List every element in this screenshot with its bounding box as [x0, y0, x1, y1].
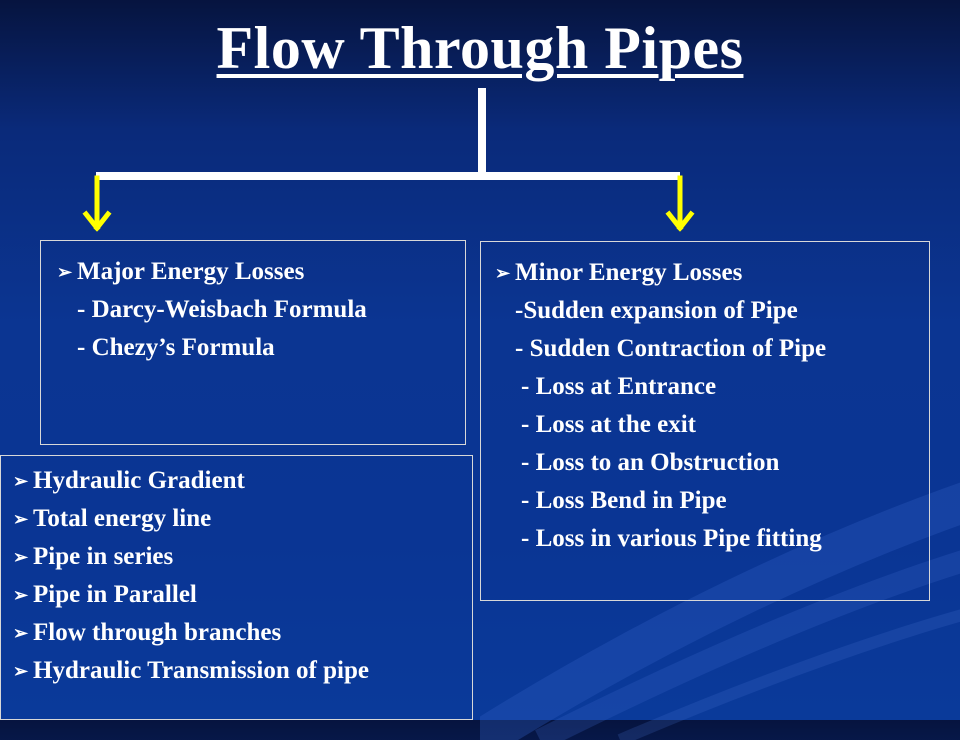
arrow-bullet-icon: ➢: [13, 471, 29, 491]
topic-item: ➢Hydraulic Transmission of pipe: [13, 652, 472, 690]
major-item: - Chezy’s Formula: [77, 334, 275, 361]
minor-item: -Sudden expansion of Pipe: [515, 297, 798, 324]
major-item: - Darcy-Weisbach Formula: [77, 296, 367, 323]
arrow-bullet-icon: ➢: [13, 585, 29, 605]
right-arrow: [665, 175, 695, 232]
minor-item: - Loss in various Pipe fitting: [521, 525, 822, 552]
major-heading-line: ➢Major Energy Losses: [57, 253, 465, 291]
topic-item: ➢Total energy line: [13, 500, 472, 538]
topic-label: Pipe in Parallel: [33, 581, 197, 608]
topic-item: ➢Pipe in Parallel: [13, 576, 472, 614]
topic-label: Total energy line: [33, 505, 212, 532]
minor-losses-box: ➢Minor Energy Losses -Sudden expansion o…: [480, 241, 930, 601]
topic-label: Pipe in series: [33, 543, 174, 570]
left-arrow: [82, 175, 112, 232]
minor-item: - Loss Bend in Pipe: [521, 487, 727, 514]
topics-box: ➢Hydraulic Gradient ➢Total energy line ➢…: [0, 455, 473, 720]
topic-label: Hydraulic Gradient: [33, 467, 245, 494]
minor-item: - Sudden Contraction of Pipe: [515, 335, 827, 362]
major-losses-box: ➢Major Energy Losses - Darcy-Weisbach Fo…: [40, 240, 466, 445]
topic-item: ➢Hydraulic Gradient: [13, 462, 472, 500]
major-heading: Major Energy Losses: [77, 258, 305, 285]
arrow-bullet-icon: ➢: [13, 509, 29, 529]
arrow-bullet-icon: ➢: [13, 547, 29, 567]
arrow-bullet-icon: ➢: [13, 661, 29, 681]
arrow-bullet-icon: ➢: [57, 262, 73, 282]
topic-item: ➢Pipe in series: [13, 538, 472, 576]
topic-item: ➢Flow through branches: [13, 614, 472, 652]
minor-item: - Loss at Entrance: [521, 373, 717, 400]
minor-heading-line: ➢Minor Energy Losses: [495, 254, 929, 292]
page-title: Flow Through Pipes: [216, 15, 744, 81]
topic-label: Hydraulic Transmission of pipe: [33, 657, 369, 684]
arrow-bullet-icon: ➢: [495, 263, 511, 283]
minor-heading: Minor Energy Losses: [515, 259, 743, 286]
minor-item: - Loss to an Obstruction: [521, 449, 780, 476]
topic-label: Flow through branches: [33, 619, 282, 646]
minor-item: - Loss at the exit: [521, 411, 696, 438]
arrow-bullet-icon: ➢: [13, 623, 29, 643]
